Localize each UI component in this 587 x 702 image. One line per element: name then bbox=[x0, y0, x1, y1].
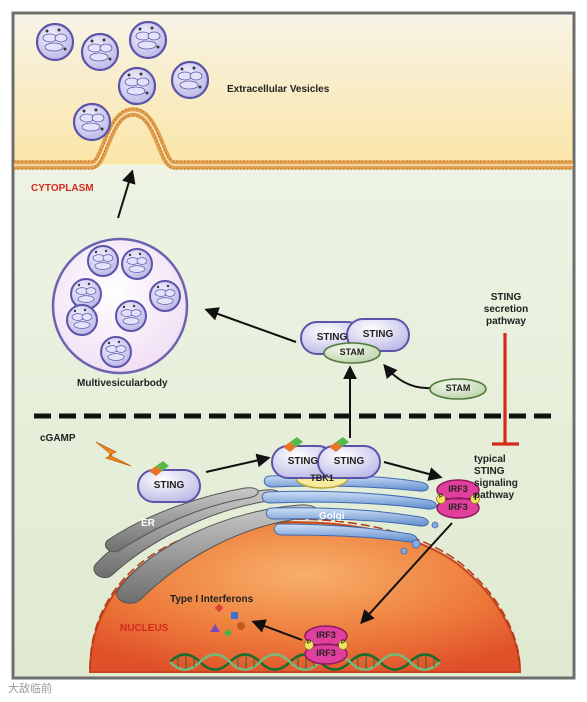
sting-label-golgi-left: STING bbox=[287, 456, 319, 467]
typical-line-3: signaling bbox=[474, 478, 518, 489]
p-label-cyto-left: P bbox=[438, 494, 443, 500]
arrow-irf3-to-interferons bbox=[251, 619, 303, 641]
irf3-label-cyto-top: IRF3 bbox=[448, 484, 468, 494]
irf3-dimer-nucleus bbox=[304, 625, 348, 665]
sting-secretion-pathway-label: STING secretion pathway bbox=[474, 292, 538, 328]
stam-label-free: STAM bbox=[445, 383, 471, 393]
sting-label-er: STING bbox=[153, 480, 185, 491]
irf3-dimer-cytoplasm bbox=[436, 479, 480, 519]
cytoplasm-label: CYTOPLASM bbox=[31, 183, 94, 194]
type-i-interferons-label: Type I Interferons bbox=[170, 594, 254, 605]
typical-line-1: typical bbox=[474, 454, 506, 465]
extracellular-vesicles-label: Extracellular Vesicles bbox=[227, 84, 330, 95]
multivesicular-body-label: Multivesicularbody bbox=[77, 378, 168, 389]
sting-label-complex-left: STING bbox=[316, 332, 348, 343]
irf3-label-nuc-top: IRF3 bbox=[316, 630, 336, 640]
arrow-irf3-to-nucleus bbox=[360, 522, 453, 625]
typical-line-2: STING bbox=[474, 466, 505, 477]
arrow-er-to-golgi bbox=[205, 453, 271, 473]
stam-label-complex: STAM bbox=[339, 347, 365, 357]
stam-protein bbox=[429, 378, 487, 400]
tbk1-label: TBK1 bbox=[310, 473, 334, 483]
typical-line-4: pathway bbox=[474, 490, 515, 501]
er-label: ER bbox=[141, 518, 155, 529]
p-label-nuc-left: P bbox=[306, 640, 311, 646]
secretion-line-3: pathway bbox=[485, 316, 526, 327]
sting-label-complex-right: STING bbox=[362, 329, 394, 340]
plasma-membrane bbox=[14, 107, 573, 170]
sting-tbk1-complex bbox=[271, 437, 381, 489]
irf3-label-nuc-bottom: IRF3 bbox=[316, 648, 336, 658]
arrow-stam-complex-to-mvb bbox=[204, 307, 297, 343]
arrow-mvb-to-membrane bbox=[117, 169, 136, 219]
nucleus-label: NUCLEUS bbox=[120, 623, 169, 634]
inhibition-symbol bbox=[492, 333, 519, 446]
secretion-line-2: secretion bbox=[483, 304, 529, 315]
cgamp-label: cGAMP bbox=[40, 433, 76, 444]
multivesicular-body bbox=[51, 237, 189, 375]
typical-sting-signaling-pathway-label: typical STING signaling pathway bbox=[474, 454, 518, 502]
sting-stam-complex bbox=[300, 318, 410, 364]
secretion-line-1: STING bbox=[490, 292, 522, 303]
arrow-sting-to-irf3 bbox=[383, 461, 443, 481]
p-label-nuc-right: P bbox=[340, 640, 345, 646]
p-label-cyto-right: P bbox=[472, 494, 477, 500]
sting-protein-er bbox=[137, 461, 201, 503]
arrow-stam-to-complex bbox=[383, 363, 431, 390]
watermark: 大敌临前 bbox=[8, 683, 52, 695]
sting-label-golgi-right: STING bbox=[333, 456, 365, 467]
irf3-label-cyto-bottom: IRF3 bbox=[448, 502, 468, 512]
golgi-label: Golgi bbox=[319, 511, 345, 522]
cgamp-lightning-icon bbox=[95, 441, 132, 467]
